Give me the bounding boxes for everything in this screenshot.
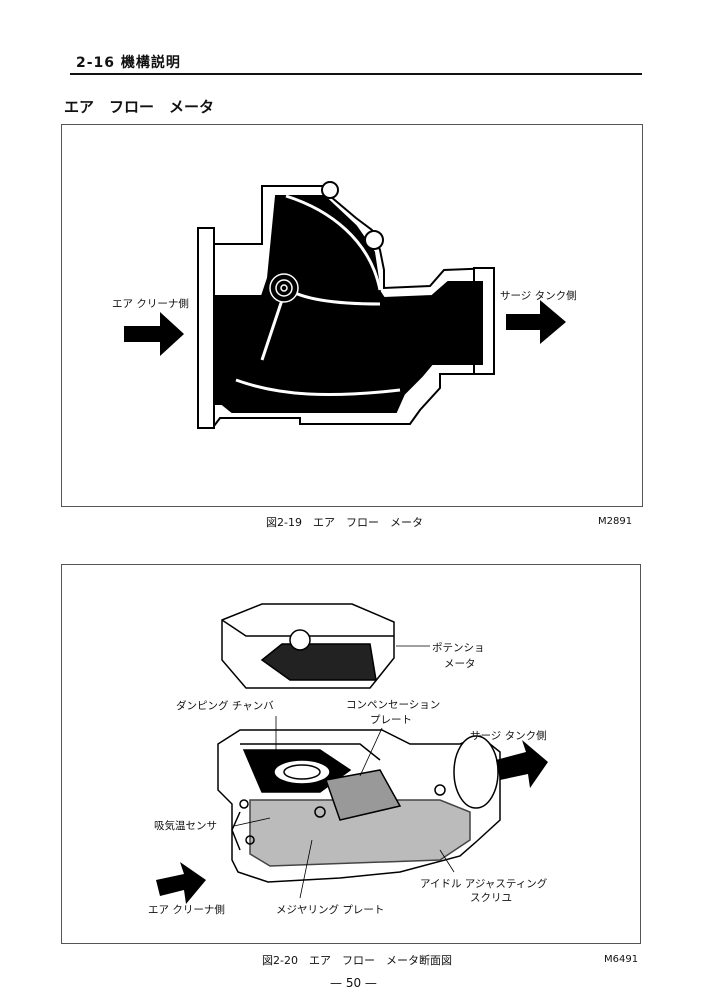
- outlet-arrow: [506, 300, 566, 344]
- cleaner-arrow: [156, 862, 206, 904]
- label-potentiometer-1: ポテンショ: [432, 642, 485, 654]
- label-idle-adjust-1: アイドル アジャスティング: [420, 878, 548, 890]
- label-air-cleaner-side: エア クリーナ側: [112, 298, 189, 310]
- label-idle-adjust-2: スクリユ: [470, 892, 512, 904]
- label-surge-tank-side-2: サージ タンク側: [470, 730, 547, 742]
- label-damping-chamber: ダンピング チャンバ: [176, 700, 274, 712]
- figure1-code: M2891: [598, 516, 633, 527]
- figure2-frame: [61, 564, 641, 944]
- figure2-drawing: [217, 603, 501, 883]
- leader-lines: [233, 645, 455, 899]
- inlet-arrow: [124, 312, 184, 356]
- label-potentiometer-2: メータ: [444, 658, 476, 670]
- label-surge-tank-side: サージ タンク側: [500, 290, 577, 302]
- page-header: 2-16 機構説明: [76, 55, 181, 71]
- figure2-caption: 図2-20 エア フロー メータ断面図: [262, 954, 452, 967]
- label-air-cleaner-side-2: エア クリーナ側: [148, 904, 225, 916]
- label-compensation-1: コンペンセーション: [346, 699, 441, 711]
- header-rule: [70, 73, 642, 75]
- label-intake-temp-sensor: 吸気温センサ: [154, 820, 217, 832]
- surge-arrow: [496, 740, 548, 788]
- pivot-spring: [269, 273, 299, 303]
- figure1-caption: 図2-19 エア フロー メータ: [266, 516, 423, 529]
- label-compensation-2: プレート: [370, 714, 412, 726]
- label-measuring-plate: メジヤリング プレート: [276, 904, 385, 916]
- figure2-code: M6491: [604, 954, 639, 965]
- page-number: — 50 —: [330, 976, 377, 990]
- section-title: エア フロー メータ: [64, 98, 215, 116]
- air-flow-meter-section: [197, 181, 495, 429]
